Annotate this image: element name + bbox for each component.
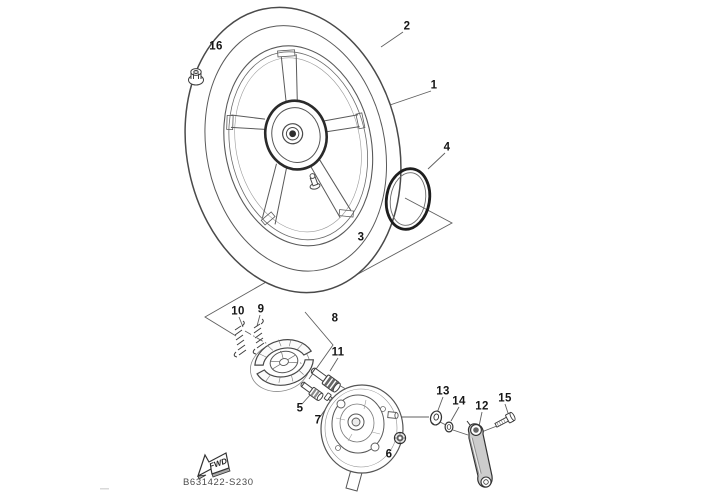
leader-9 bbox=[256, 314, 261, 327]
camshaft-stub bbox=[387, 411, 399, 419]
callout-1: 1 bbox=[430, 79, 438, 92]
callout-5: 5 bbox=[296, 402, 304, 415]
anchor-pin-boss bbox=[370, 442, 380, 452]
spring-10 bbox=[233, 320, 247, 358]
brake-shoe-plate bbox=[320, 384, 404, 492]
callout-11: 11 bbox=[331, 346, 345, 359]
tire-sidewall-line bbox=[204, 25, 388, 272]
callout-2: 2 bbox=[403, 20, 411, 33]
callout-9: 9 bbox=[257, 303, 265, 316]
leader-5 bbox=[301, 393, 312, 405]
plain-washer bbox=[444, 421, 454, 433]
brake-shoes bbox=[250, 339, 314, 392]
diagram-code: B631422-S230 bbox=[183, 477, 254, 488]
callout-7: 7 bbox=[314, 414, 322, 427]
brake-camshaft bbox=[310, 367, 341, 393]
callout-10: 10 bbox=[231, 305, 245, 318]
axle-nut bbox=[188, 68, 204, 86]
brake-shoe-lower bbox=[256, 359, 314, 386]
bracket-8 bbox=[304, 311, 334, 380]
leader-2 bbox=[380, 31, 404, 48]
leader-15 bbox=[504, 403, 509, 414]
callout-3: 3 bbox=[357, 231, 365, 244]
o-ring bbox=[384, 167, 432, 231]
rear-wheel bbox=[184, 6, 402, 294]
panel-nut bbox=[393, 431, 407, 445]
callout-6: 6 bbox=[385, 448, 393, 461]
print-artifact bbox=[100, 488, 109, 490]
brake-lever bbox=[466, 420, 493, 488]
spring-9 bbox=[252, 318, 265, 355]
callout-16: 16 bbox=[209, 40, 223, 53]
axis-washer14-lever bbox=[452, 429, 469, 436]
callout-13: 13 bbox=[436, 385, 450, 398]
cam-pivot-pin bbox=[300, 381, 324, 401]
callout-15: 15 bbox=[498, 392, 512, 405]
callout-4: 4 bbox=[443, 141, 451, 154]
callout-14: 14 bbox=[452, 395, 466, 408]
fwd-arrow: FWD bbox=[196, 452, 231, 480]
rim-inner-lip bbox=[228, 51, 369, 241]
leader-4 bbox=[427, 152, 446, 170]
tab-washer bbox=[429, 410, 443, 426]
brake-shoe-upper bbox=[254, 339, 313, 366]
callout-12: 12 bbox=[475, 400, 489, 413]
wheel-spokes bbox=[226, 49, 366, 226]
rim-well-line bbox=[234, 57, 362, 233]
leader-11 bbox=[329, 357, 339, 372]
brake-springs bbox=[233, 318, 265, 358]
valve-stem bbox=[309, 173, 321, 190]
leader-14 bbox=[450, 406, 460, 422]
callout-8: 8 bbox=[331, 312, 339, 325]
brake-drum-inner-ring bbox=[271, 107, 321, 163]
axle-bore bbox=[289, 130, 297, 138]
leader-13 bbox=[436, 396, 444, 414]
pinch-bolt bbox=[494, 411, 516, 428]
cam-hole-boss bbox=[336, 399, 346, 409]
